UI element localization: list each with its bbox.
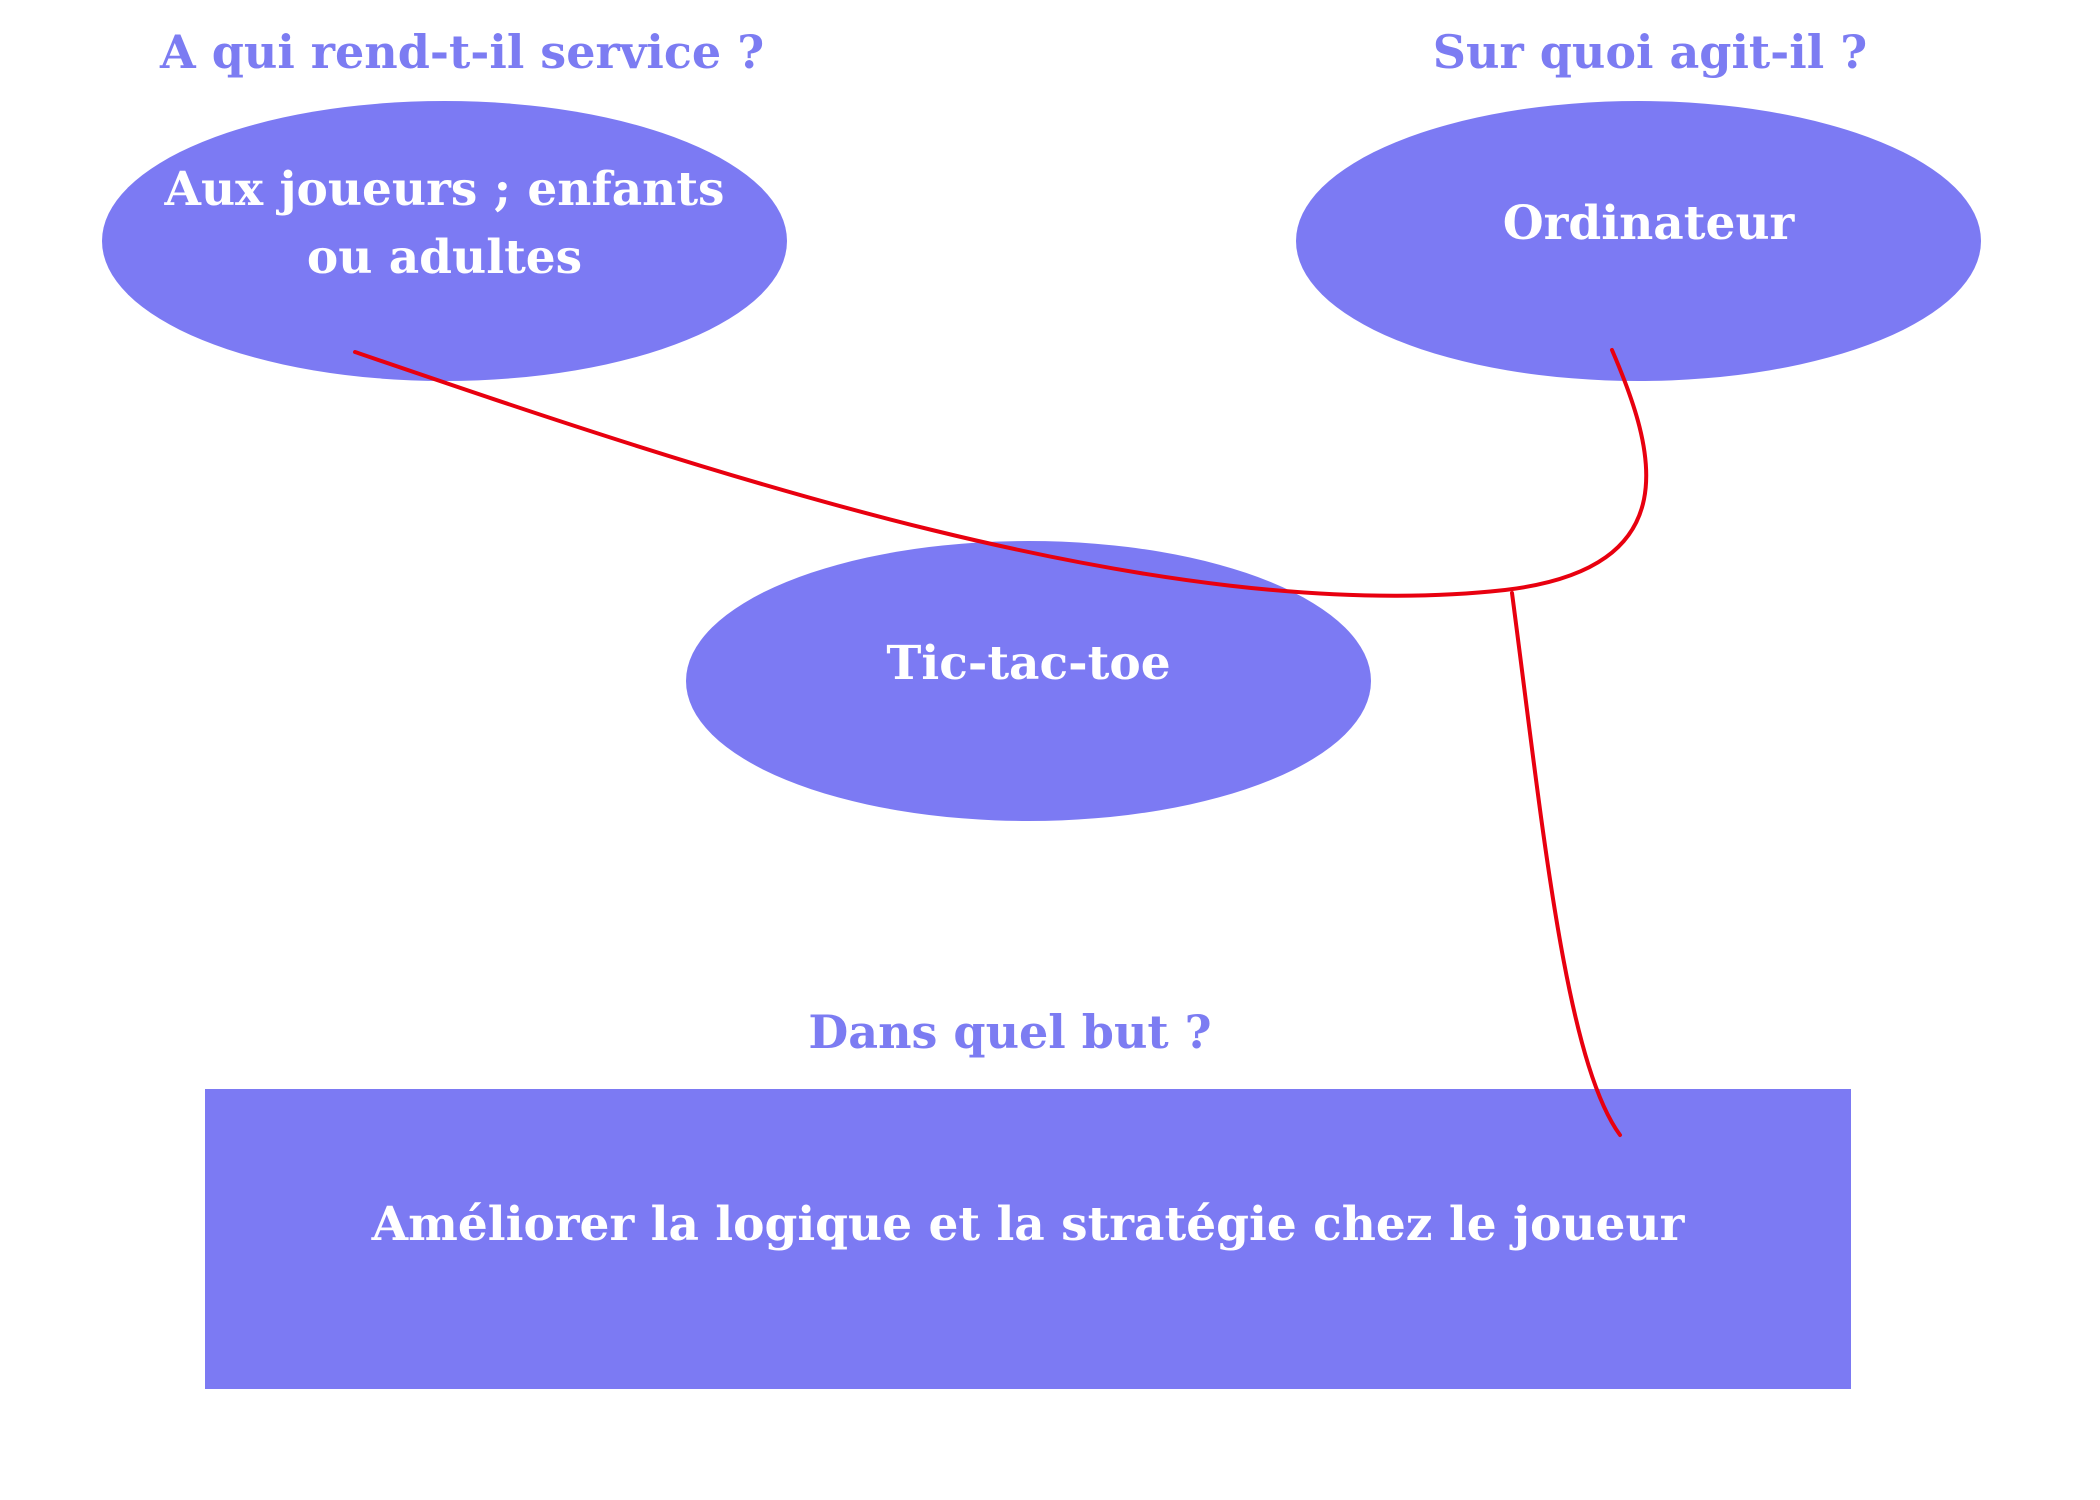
label-purpose: Dans quel but ? bbox=[808, 1005, 1212, 1059]
node-players: Aux joueurs ; enfants ou adultes bbox=[102, 101, 787, 381]
node-tic-tac-toe: Tic-tac-toe bbox=[686, 541, 1371, 821]
node-goal-label: Améliorer la logique et la stratégie che… bbox=[371, 1197, 1685, 1252]
node-computer: Ordinateur bbox=[1296, 101, 1981, 381]
label-who-served: A qui rend-t-il service ? bbox=[160, 25, 765, 79]
node-players-label: Aux joueurs ; enfants ou adultes bbox=[164, 162, 725, 285]
node-goal: Améliorer la logique et la stratégie che… bbox=[205, 1089, 1851, 1389]
connector-to-goal bbox=[1510, 591, 1622, 1137]
label-acts-on: Sur quoi agit-il ? bbox=[1432, 25, 1868, 79]
node-tic-tac-toe-label: Tic-tac-toe bbox=[886, 636, 1171, 691]
node-computer-label: Ordinateur bbox=[1502, 196, 1795, 251]
